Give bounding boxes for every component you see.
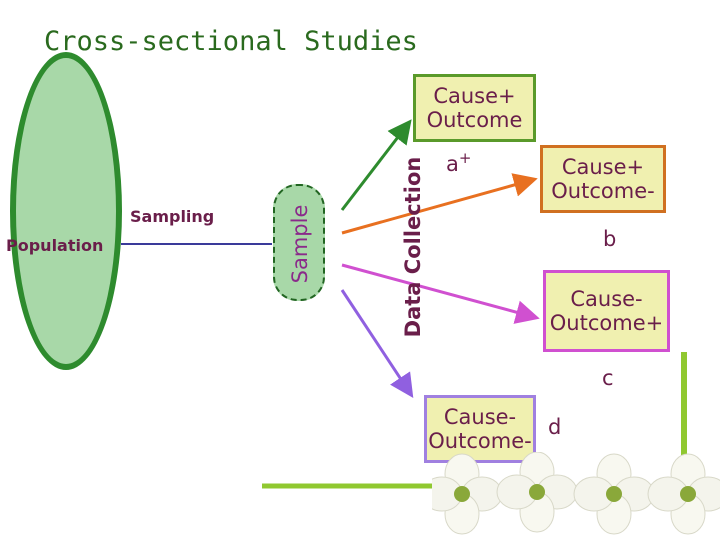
arrow-to-a <box>340 119 412 211</box>
cell-letter-d: d <box>548 415 562 439</box>
data-collection-label: Data Collection <box>401 156 425 338</box>
page-title: Cross-sectional Studies <box>44 26 418 57</box>
flower-decoration <box>432 452 720 535</box>
outcome-a-line2: Outcome <box>426 108 523 132</box>
outcome-box-b: Cause+ Outcome- <box>540 145 666 213</box>
flower-icon <box>573 453 655 535</box>
outcome-box-c: Cause- Outcome+ <box>543 270 670 352</box>
outcome-b-line2: Outcome- <box>551 179 655 203</box>
outcome-a-line1: Cause+ <box>433 84 516 108</box>
arrow-to-c <box>341 263 540 324</box>
arrow-to-d <box>340 289 414 399</box>
outcome-d-line1: Cause- <box>443 405 517 429</box>
outcome-box-d: Cause- Outcome- <box>424 395 536 463</box>
outcome-d-line2: Outcome- <box>428 429 532 453</box>
flower-icon <box>432 453 503 535</box>
arrow-to-b <box>341 173 538 235</box>
population-label: Population <box>6 236 104 255</box>
flower-icon <box>496 452 578 533</box>
sample-label: Sample <box>288 204 312 284</box>
outcome-c-line2: Outcome+ <box>549 311 664 335</box>
cell-letter-b: b <box>603 227 617 251</box>
outcome-box-a: Cause+ Outcome <box>413 74 536 142</box>
cell-letter-c: c <box>602 366 614 390</box>
outcome-b-line1: Cause+ <box>561 155 645 179</box>
flower-icon <box>647 453 720 535</box>
sample-box <box>273 184 325 301</box>
outcome-c-line1: Cause- <box>570 287 643 311</box>
population-oval <box>10 52 122 370</box>
sampling-label: Sampling <box>130 207 215 226</box>
cell-letter-a: a+ <box>446 149 472 176</box>
